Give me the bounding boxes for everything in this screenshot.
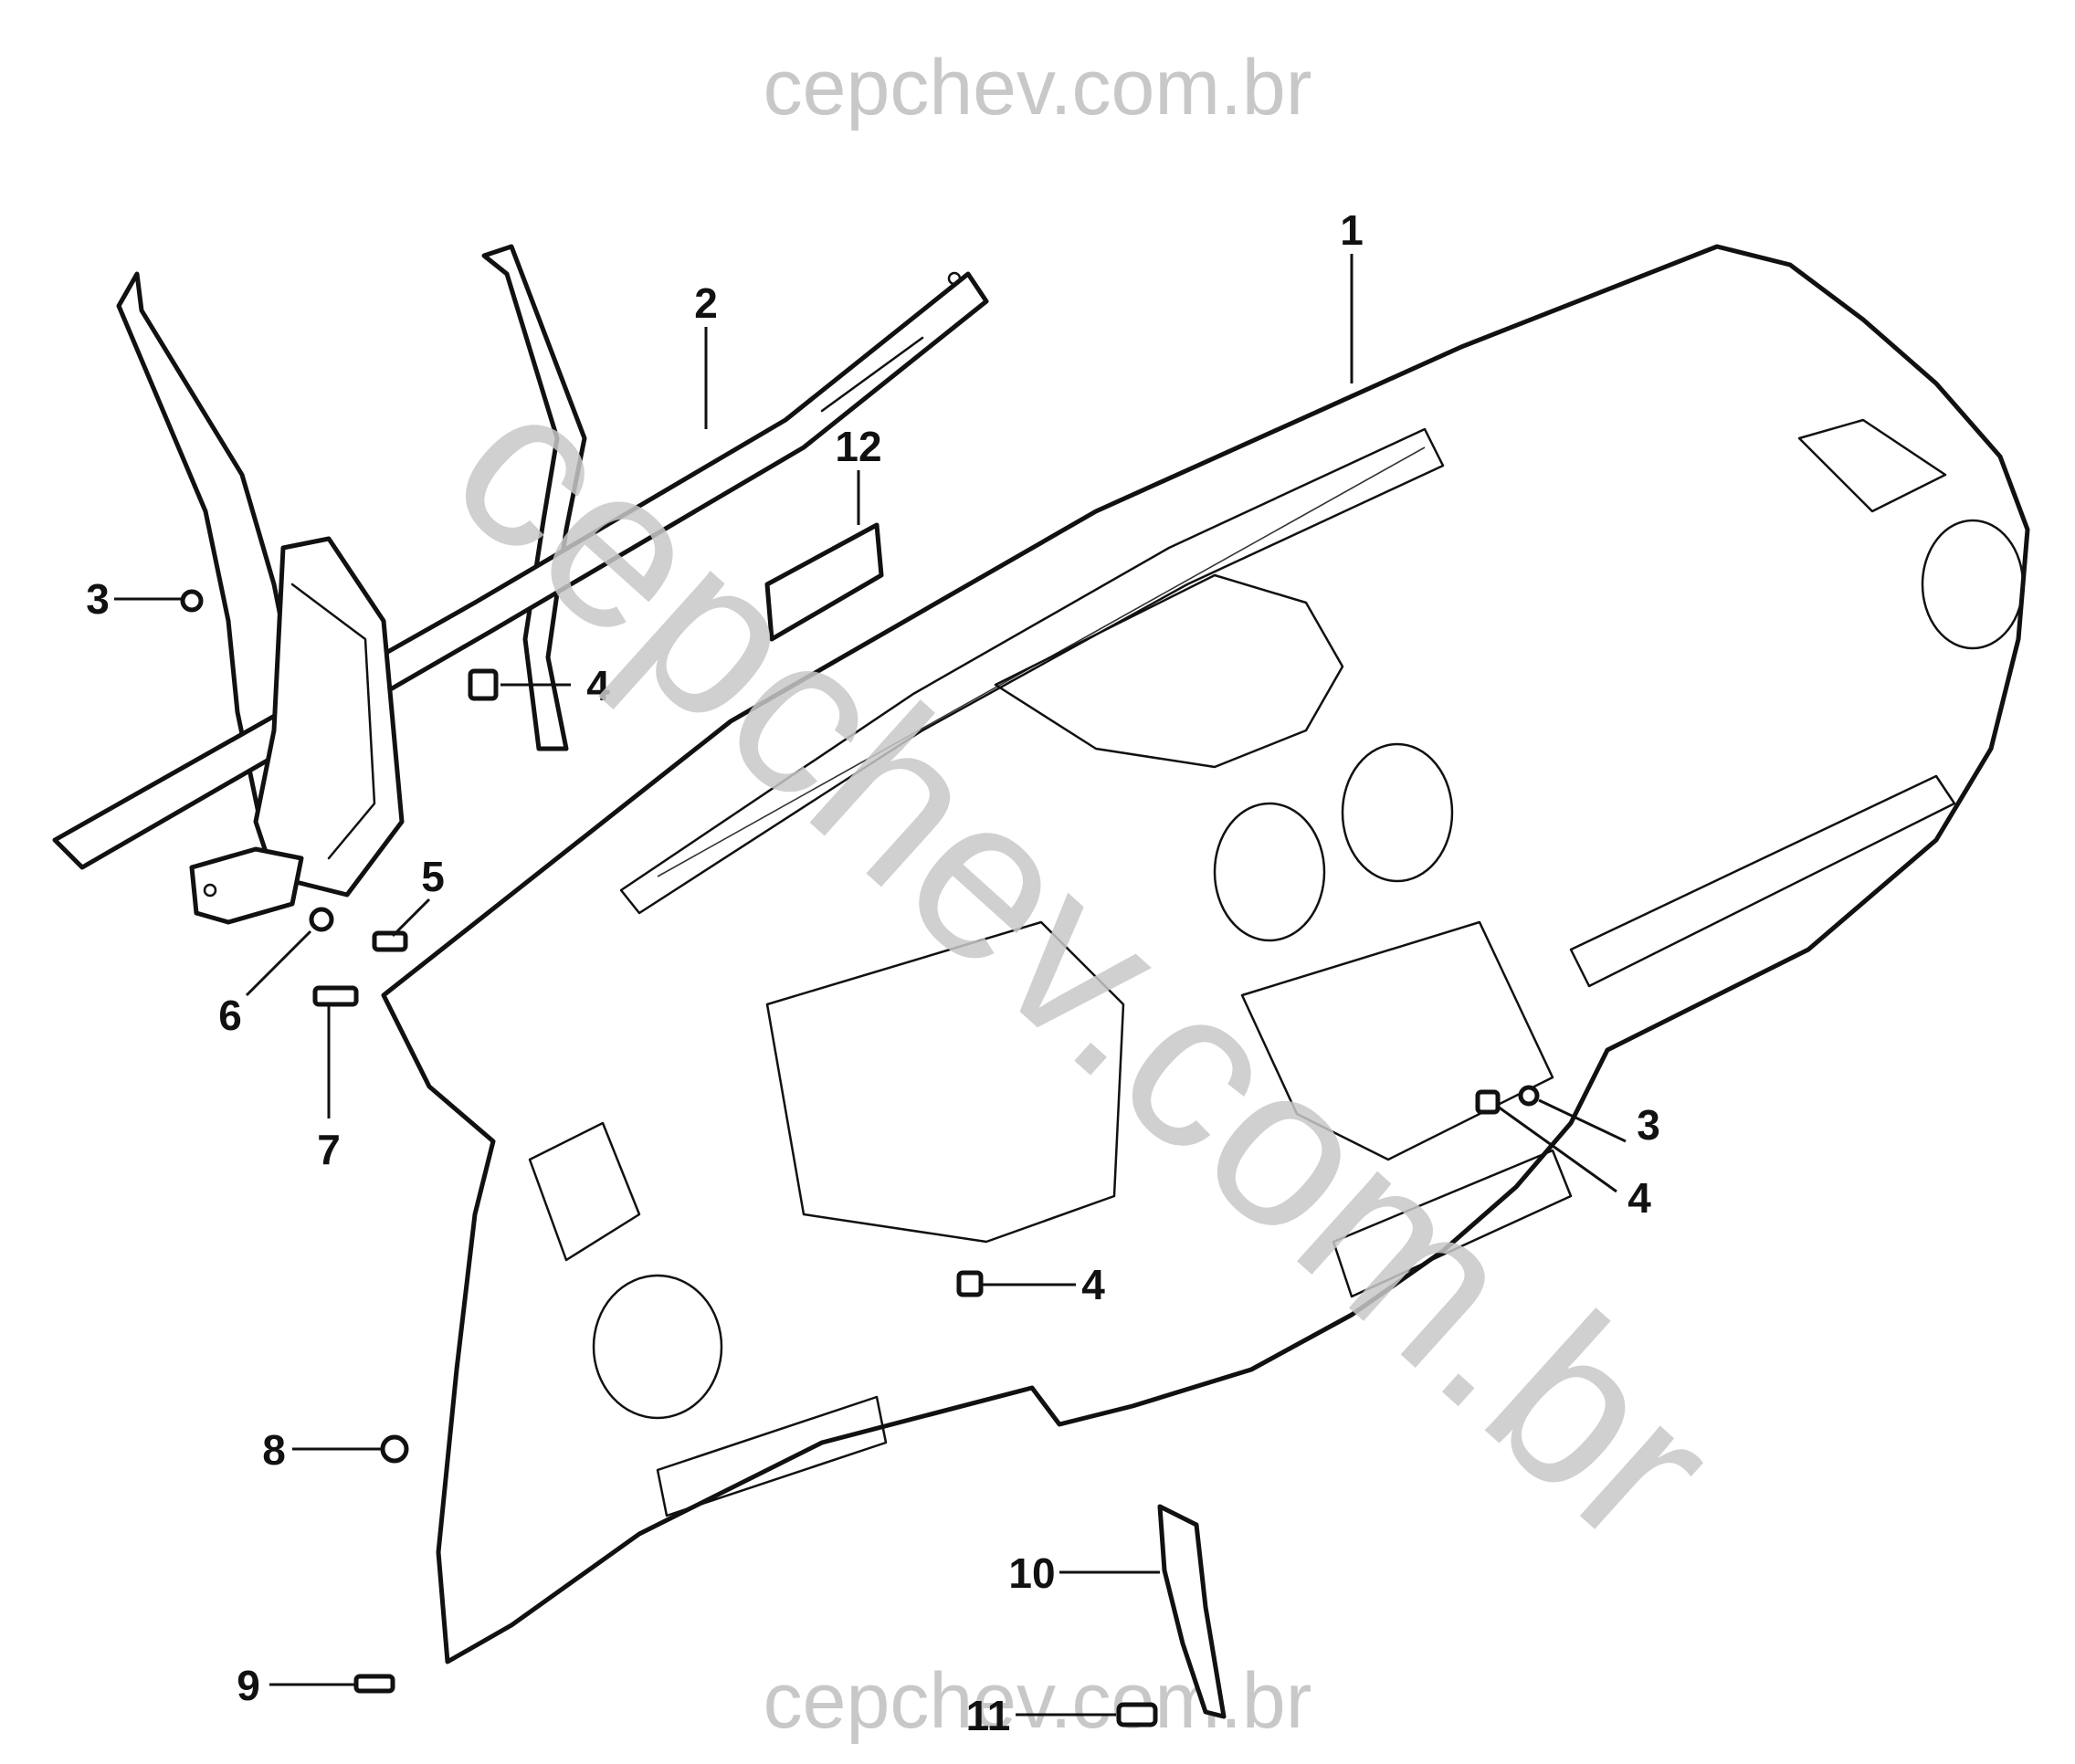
part-12-label <box>764 522 884 642</box>
part-4-clip-right <box>1475 1089 1501 1115</box>
watermark-bottom: cepchev.com.br <box>764 1657 1312 1745</box>
callout-1: 1 <box>1340 206 1364 254</box>
part-11-bolt <box>1116 1702 1158 1727</box>
callout-4-lower: 4 <box>1081 1261 1105 1308</box>
part-6-washer <box>309 907 334 932</box>
fasteners <box>180 589 1540 1727</box>
callout-6: 6 <box>218 992 242 1039</box>
part-7-screw <box>312 985 359 1007</box>
callout-10: 10 <box>1008 1549 1055 1597</box>
callout-4-right: 4 <box>1627 1174 1651 1222</box>
callout-8: 8 <box>262 1426 286 1474</box>
part-10-bracket <box>1157 1504 1227 1719</box>
callout-3-left: 3 <box>86 575 110 623</box>
part-3-bolt-right <box>1518 1085 1540 1107</box>
callout-3-right: 3 <box>1637 1101 1660 1149</box>
callout-5: 5 <box>421 853 445 900</box>
part-2-crossbeam <box>52 244 989 925</box>
callout-12: 12 <box>835 423 881 470</box>
watermark-top: cepchev.com.br <box>764 44 1312 131</box>
callout-labels: 1 2 12 3 4 5 6 7 3 4 4 8 9 10 11 <box>86 206 1660 1739</box>
callout-11: 11 <box>966 1692 1011 1739</box>
callout-4-upper: 4 <box>586 662 610 709</box>
callout-2: 2 <box>694 279 718 327</box>
part-3-bolt-left <box>180 589 204 613</box>
part-9-screw <box>353 1674 395 1694</box>
callout-7: 7 <box>317 1126 341 1173</box>
part-1-instrument-panel <box>381 244 2030 1664</box>
leader-lines <box>114 254 1627 1717</box>
part-8-plug <box>380 1434 409 1464</box>
callout-9: 9 <box>237 1662 260 1709</box>
part-4-clip-upper <box>468 668 499 701</box>
part-5-stud <box>372 930 408 952</box>
part-4-clip-lower <box>956 1270 984 1297</box>
